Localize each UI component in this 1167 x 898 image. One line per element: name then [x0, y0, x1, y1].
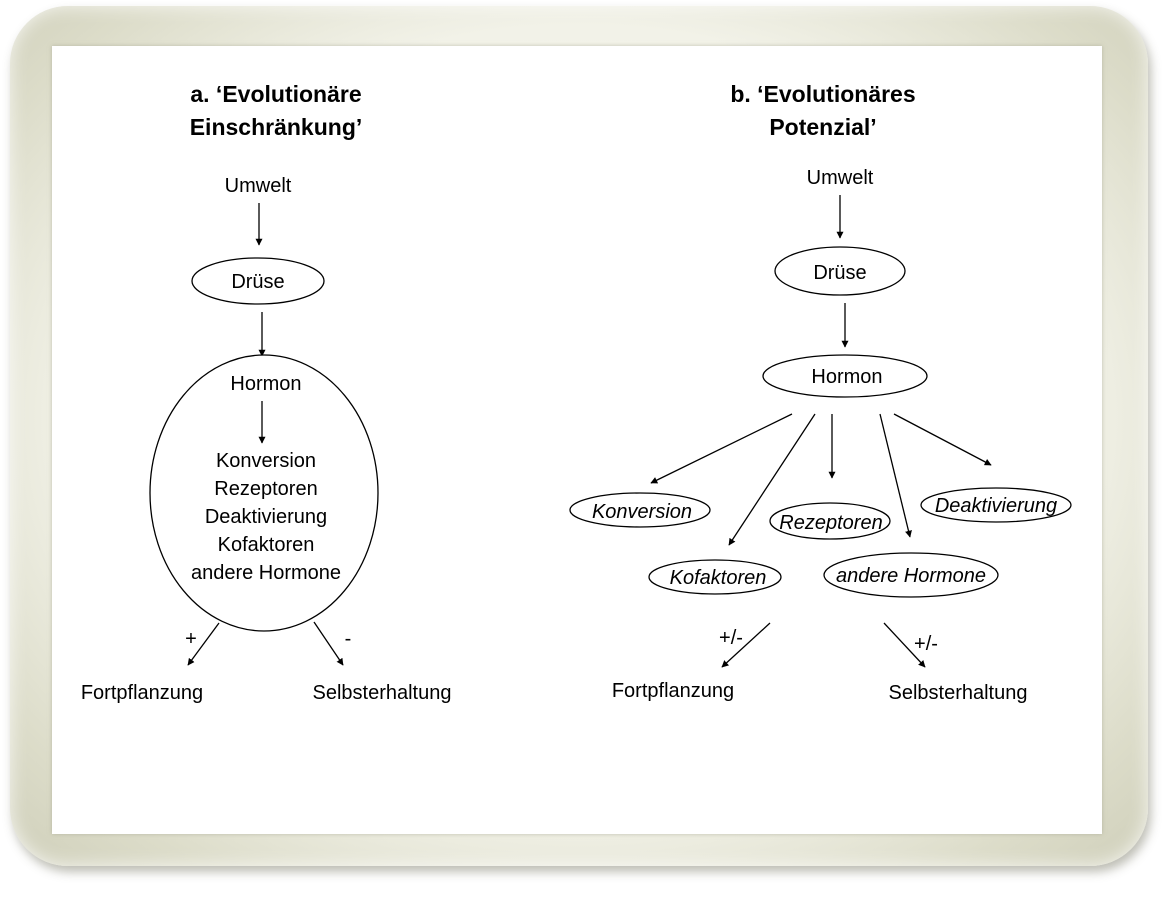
panel-b-factor-cofactors: Kofaktoren	[670, 567, 767, 589]
panel-b-factor-deactivation: Deaktivierung	[935, 495, 1057, 517]
panel-b-conversion-node	[569, 492, 711, 528]
panel-a-factor-deactivation: Deaktivierung	[205, 506, 327, 528]
panel-a-environment-label: Umwelt	[225, 175, 292, 197]
panel-b-gland-node	[774, 246, 906, 296]
panel-b-other-hormones-node	[823, 552, 999, 598]
panel-a-hormone-system-node	[149, 354, 379, 632]
panel-b-outcome-reproduction: Fortpflanzung	[612, 680, 734, 702]
panel-b-deactivation-node	[920, 487, 1072, 523]
panel-a-hormone-label: Hormon	[230, 373, 301, 395]
panel-b-environment-label: Umwelt	[807, 167, 874, 189]
panel-b-title-line2: Potenzial’	[769, 114, 876, 140]
panel-a-factor-conversion: Konversion	[216, 450, 316, 472]
panel-b-hormone-label: Hormon	[811, 366, 882, 388]
panel-b-factor-conversion: Konversion	[592, 501, 692, 523]
panel-a-factor-receptors: Rezeptoren	[214, 478, 317, 500]
panel-b-cofactors-node	[648, 559, 782, 595]
panel-b-sign-right: +/-	[914, 633, 938, 655]
panel-a: a. ‘Evolutionäre Einschränkung’ Umwelt D…	[81, 81, 452, 704]
panel-b-arrow-hormone-deactivation	[893, 413, 992, 466]
panel-a-outcome-self-preservation: Selbsterhaltung	[313, 682, 452, 704]
panel-b-sign-left: +/-	[719, 627, 743, 649]
panel-a-title-line1: a. ‘Evolutionäre	[190, 81, 361, 107]
panel-a-sign-minus: -	[345, 628, 352, 650]
panel-b-arrow-self-preservation	[883, 622, 926, 668]
panel-a-factor-cofactors: Kofaktoren	[218, 534, 315, 556]
panel-b-title-line1: b. ‘Evolutionäres	[730, 81, 915, 107]
panel-b-outcome-self-preservation: Selbsterhaltung	[889, 682, 1028, 704]
panel-a-gland-node	[191, 257, 325, 305]
panel-b-arrow-hormone-conversion	[650, 413, 793, 484]
panel-b-factor-receptors: Rezeptoren	[779, 512, 882, 534]
panel-b-hormone-node	[762, 354, 928, 398]
panel-a-gland-label: Drüse	[231, 271, 284, 293]
panel-b-arrow-hormone-cofactors	[728, 413, 816, 546]
panel-a-sign-plus: +	[185, 628, 197, 650]
panel-b-gland-label: Drüse	[813, 262, 866, 284]
panel-b-factor-other-hormones: andere Hormone	[836, 565, 986, 587]
panel-b-arrow-hormone-other-hormones	[879, 413, 912, 538]
panel-b: b. ‘Evolutionäres Potenzial’ Umwelt Drüs…	[569, 81, 1072, 704]
panel-a-title-line2: Einschränkung’	[190, 114, 363, 140]
panel-a-arrow-self-preservation	[313, 621, 344, 666]
panel-a-factor-other-hormones: andere Hormone	[191, 562, 341, 584]
panel-a-arrow-reproduction	[187, 622, 220, 666]
panel-b-arrow-reproduction	[721, 622, 771, 668]
panel-b-receptors-node	[769, 502, 891, 540]
panel-a-outcome-reproduction: Fortpflanzung	[81, 682, 203, 704]
